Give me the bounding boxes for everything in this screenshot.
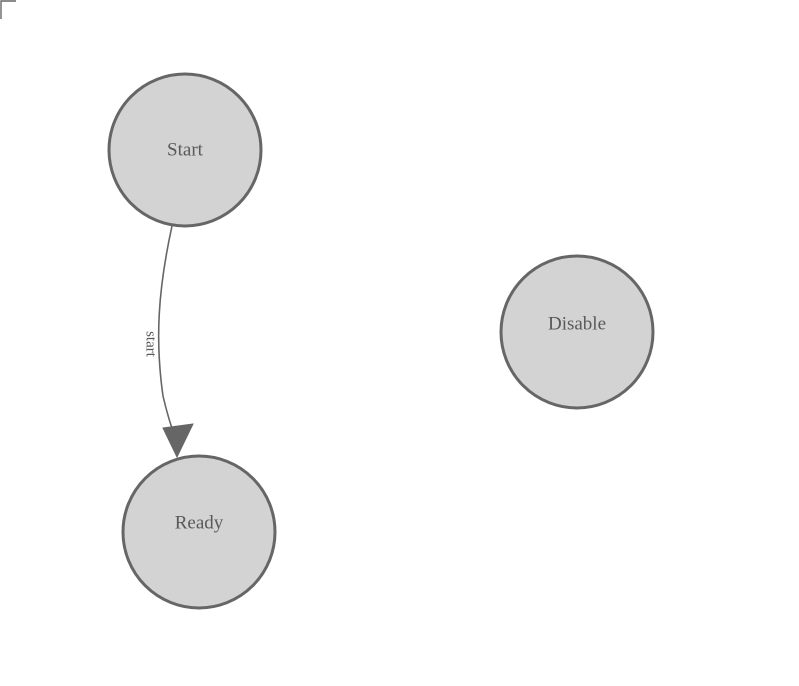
edge-arrowhead-icon <box>162 423 194 459</box>
node-ready-circle[interactable] <box>121 454 277 610</box>
edge-label-start: start <box>143 331 159 358</box>
crop-corner-mark-icon <box>0 0 16 19</box>
node-ready[interactable]: Ready <box>121 454 277 610</box>
node-disable-circle[interactable] <box>499 254 655 410</box>
node-start-label: Start <box>167 139 204 160</box>
node-disable[interactable]: Disable <box>499 254 655 410</box>
edge-start-to-ready[interactable]: start <box>143 225 194 459</box>
node-start[interactable]: Start <box>107 72 263 228</box>
node-ready-label: Ready <box>175 512 224 533</box>
edge-line <box>157 225 178 444</box>
node-disable-label: Disable <box>548 313 606 334</box>
node-start-circle[interactable] <box>107 72 263 228</box>
